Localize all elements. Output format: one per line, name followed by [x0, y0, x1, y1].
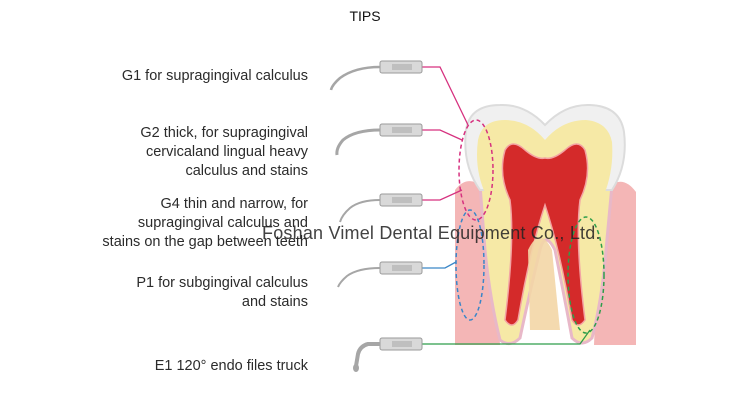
- tooth-illustration: [455, 103, 636, 345]
- zone-e1-ellipse: [567, 216, 605, 334]
- g4-tip: [339, 193, 423, 223]
- g1-connector: [422, 66, 469, 126]
- e1-label-line: E1 120° endo files truck: [154, 358, 308, 374]
- p1-label-line: and stains: [241, 294, 308, 310]
- g2-tip: [335, 123, 423, 156]
- g1-label: G1 for supragingival calculus: [122, 67, 308, 86]
- g4-label-line: G4 thin and narrow, for: [160, 196, 309, 212]
- zone-p1-ellipse: [455, 209, 485, 321]
- watermark: Foshan Vimel Dental Equipment Co., Ltd.: [262, 223, 601, 243]
- g4-label: G4 thin and narrow, for supragingival ca…: [102, 195, 308, 252]
- p1-connector: [422, 261, 457, 269]
- p1-label: P1 for subgingival calculus and stains: [136, 274, 308, 312]
- tooth-pulp: [501, 143, 589, 326]
- g1-label-line: G1 for supragingival calculus: [121, 68, 308, 84]
- p1-label-line: P1 for subgingival calculus: [136, 275, 308, 291]
- zone-g-ellipse: [458, 119, 494, 221]
- g2-label-line: calculus and stains: [185, 163, 308, 179]
- g2-label-line: G2 thick, for supragingival: [140, 125, 308, 141]
- g4-label-line: stains on the gap between teeth: [102, 234, 308, 250]
- e1-label: E1 120° endo files truck: [155, 357, 308, 376]
- e1-connector: [422, 329, 591, 345]
- g1-tip: [329, 60, 423, 91]
- g2-connector: [422, 129, 463, 141]
- g4-connector: [422, 189, 463, 201]
- g4-label-line: supragingival calculus and: [137, 215, 308, 231]
- g2-label: G2 thick, for supragingival cervicaland …: [140, 124, 308, 181]
- e1-tip: [353, 337, 423, 372]
- g2-label-line: cervicaland lingual heavy: [145, 144, 308, 160]
- diagram-title: TIPS: [349, 8, 381, 24]
- p1-tip: [337, 261, 423, 288]
